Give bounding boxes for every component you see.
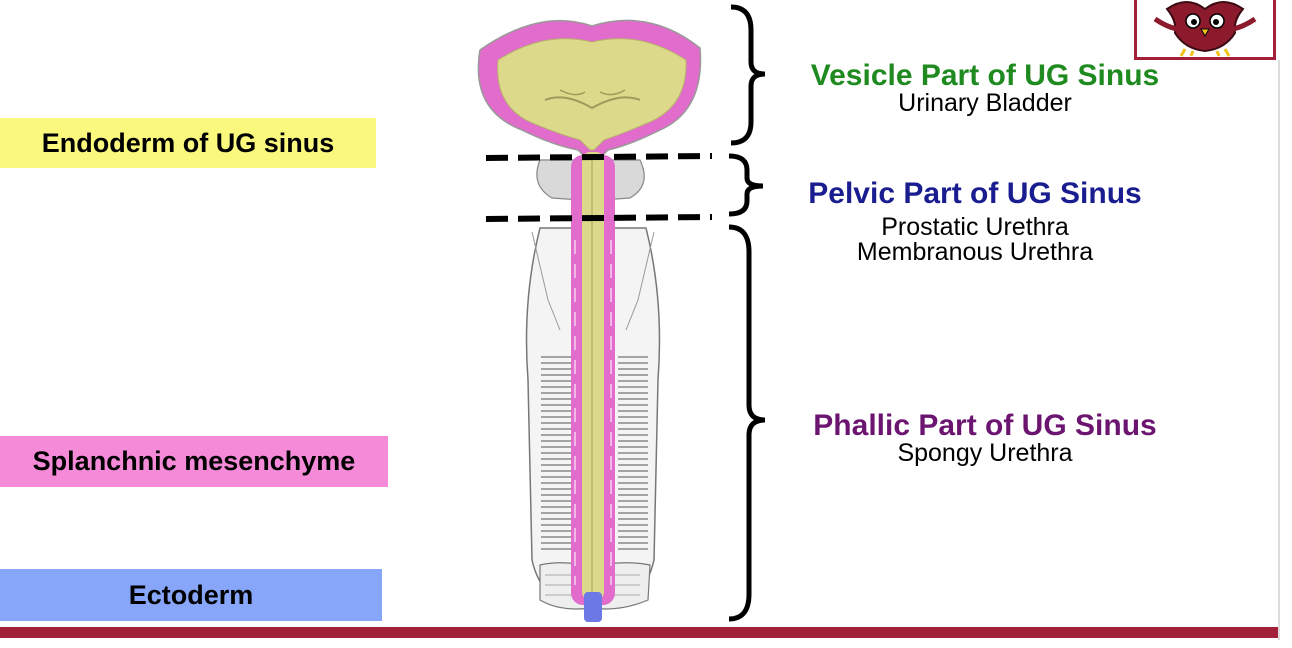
pelvic-part-label: Pelvic Part of UG Sinus Prostatic Urethr… <box>780 179 1170 265</box>
footer-bar <box>0 627 1278 638</box>
boundary-line-upper <box>485 153 713 161</box>
pelvic-part-subtitle-membranous: Membranous Urethra <box>856 238 1094 266</box>
urethra-drawing <box>571 152 615 622</box>
right-divider <box>1278 60 1280 640</box>
brace-pelvic <box>728 153 764 217</box>
phallic-part-label: Phallic Part of UG Sinus Spongy Urethra <box>780 411 1190 466</box>
phallic-part-title: Phallic Part of UG Sinus <box>813 409 1157 442</box>
vesicle-part-label: Vesicle Part of UG Sinus Urinary Bladder <box>780 61 1190 116</box>
legend-endoderm-label: Endoderm of UG sinus <box>41 127 335 158</box>
legend-ectoderm: Ectoderm <box>0 569 382 621</box>
pelvic-part-subtitle-prostatic: Prostatic Urethra <box>881 213 1069 241</box>
boundary-line-lower <box>485 214 713 222</box>
pelvic-part-title: Pelvic Part of UG Sinus <box>808 177 1142 210</box>
owl-logo <box>1134 0 1276 60</box>
brace-phallic <box>728 224 766 622</box>
ectoderm-tip <box>584 592 602 622</box>
vesicle-part-subtitle: Urinary Bladder <box>898 89 1072 117</box>
legend-mesenchyme-label: Splanchnic mesenchyme <box>32 446 356 476</box>
brace-vesicle <box>730 4 766 146</box>
owl-mascot-icon <box>1153 1 1257 57</box>
legend-endoderm: Endoderm of UG sinus <box>0 118 376 168</box>
vesicle-part-title: Vesicle Part of UG Sinus <box>810 59 1160 92</box>
legend-splanchnic-mesenchyme: Splanchnic mesenchyme <box>0 436 388 487</box>
urinary-bladder-drawing <box>477 19 702 159</box>
phallic-part-subtitle: Spongy Urethra <box>897 439 1073 467</box>
legend-ectoderm-label: Ectoderm <box>128 579 254 610</box>
